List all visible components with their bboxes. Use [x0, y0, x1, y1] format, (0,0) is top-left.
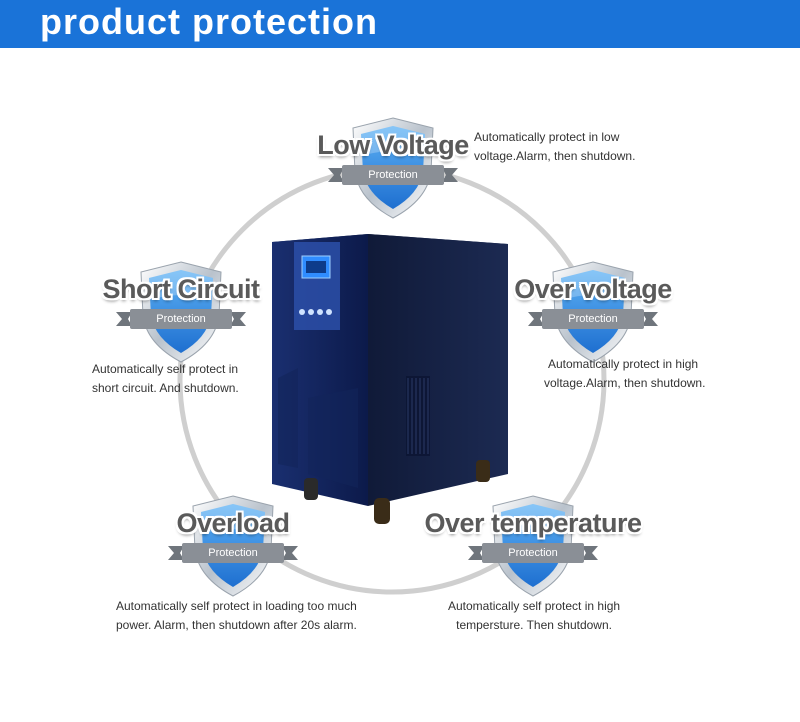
badge-title: Over temperature [424, 508, 642, 538]
desc-line: voltage.Alarm, then shutdown. [544, 376, 706, 390]
desc-line: voltage.Alarm, then shutdown. [474, 149, 636, 163]
badge-ribbon-label: Protection [156, 313, 206, 325]
badge-title: Over voltage [514, 274, 672, 304]
desc-line: Automatically protect in low [474, 130, 620, 144]
badge-ribbon-label: Protection [208, 547, 258, 559]
desc-overload: Automatically self protect in loading to… [116, 597, 357, 635]
desc-over-temperature: Automatically self protect in high tempe… [448, 597, 620, 635]
power-inverter-image [272, 234, 508, 524]
desc-line: short circuit. And shutdown. [92, 381, 239, 395]
page-title: product protection [40, 1, 378, 42]
ribbon-banner [116, 309, 246, 329]
desc-line: Automatically self protect in loading to… [116, 599, 357, 613]
desc-line: Automatically protect in high [548, 357, 699, 371]
desc-short-circuit: Automatically self protect in short circ… [92, 360, 239, 398]
badge-ribbon-label: Protection [508, 547, 558, 559]
desc-line: Automatically self protect in high [448, 599, 621, 613]
ribbon-banner [528, 309, 658, 329]
ribbon-banner [328, 165, 458, 185]
desc-low-voltage: Automatically protect in low voltage.Ala… [474, 128, 635, 166]
badge-overload: Overload Protection [158, 494, 308, 604]
desc-line: tempersture. Then shutdown. [456, 618, 612, 632]
badge-over-voltage: Over voltage Protection [514, 260, 672, 370]
desc-line: power. Alarm, then shutdown after 20s al… [116, 618, 357, 632]
badge-ribbon-label: Protection [368, 169, 418, 181]
ribbon-banner [168, 543, 298, 563]
badge-title: Low Voltage [317, 130, 469, 160]
badge-ribbon-label: Protection [568, 313, 618, 325]
badge-over-temperature: Over temperature Protection [424, 494, 642, 604]
badge-low-voltage: Low Voltage Protection [317, 116, 469, 226]
badge-short-circuit: Short Circuit Protection [102, 260, 260, 370]
badge-title: Overload [176, 508, 290, 538]
ribbon-banner [468, 543, 598, 563]
header-banner: product protection [0, 0, 800, 48]
badge-title: Short Circuit [102, 274, 260, 304]
desc-over-voltage: Automatically protect in high voltage.Al… [544, 355, 705, 393]
desc-line: Automatically self protect in [92, 362, 239, 376]
